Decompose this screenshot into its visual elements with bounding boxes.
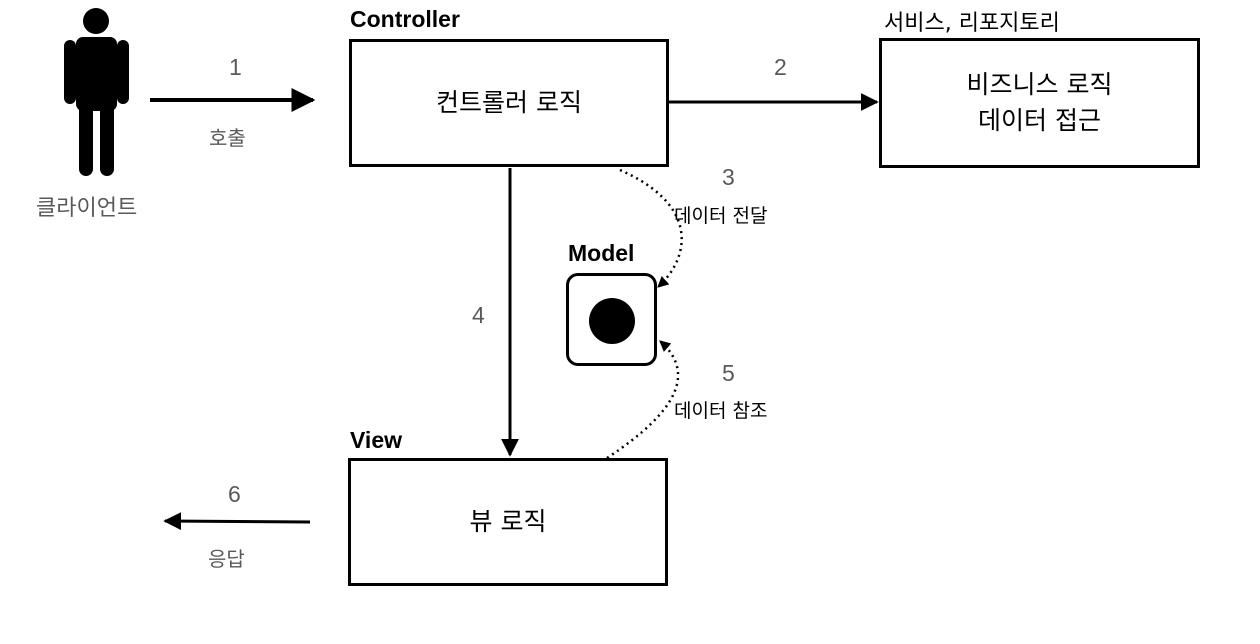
step-1-caption: 호출 <box>209 126 246 150</box>
view-box: 뷰 로직 <box>348 458 668 586</box>
step-2-number: 2 <box>774 54 787 80</box>
step-5-caption: 데이터 참조 <box>674 400 768 422</box>
service-box: 비즈니스 로직 데이터 접근 <box>879 38 1200 168</box>
model-box <box>566 273 657 366</box>
service-title: 서비스, 리포지토리 <box>884 11 1060 36</box>
controller-box: 컨트롤러 로직 <box>349 39 669 167</box>
client-label: 클라이언트 <box>36 196 138 221</box>
view-logic-text: 뷰 로직 <box>469 507 547 536</box>
step-3-number: 3 <box>722 164 735 190</box>
step-6-caption: 응답 <box>208 547 245 571</box>
controller-logic-text: 컨트롤러 로직 <box>436 88 582 117</box>
view-title: View <box>350 427 402 453</box>
step-4-number: 4 <box>472 302 485 328</box>
data-access-text: 데이터 접근 <box>978 106 1101 135</box>
arrow-6-response <box>163 512 311 531</box>
model-dot-icon <box>589 298 635 344</box>
step-5-number: 5 <box>722 360 735 386</box>
arrow-3-controller-to-model <box>619 168 683 288</box>
business-logic-text: 비즈니스 로직 <box>966 70 1113 99</box>
model-title: Model <box>568 240 635 266</box>
step-1-number: 1 <box>229 54 242 80</box>
step-3-caption: 데이터 전달 <box>674 205 768 227</box>
controller-title: Controller <box>350 6 460 32</box>
client-person-icon <box>64 8 129 176</box>
step-6-number: 6 <box>228 481 241 507</box>
